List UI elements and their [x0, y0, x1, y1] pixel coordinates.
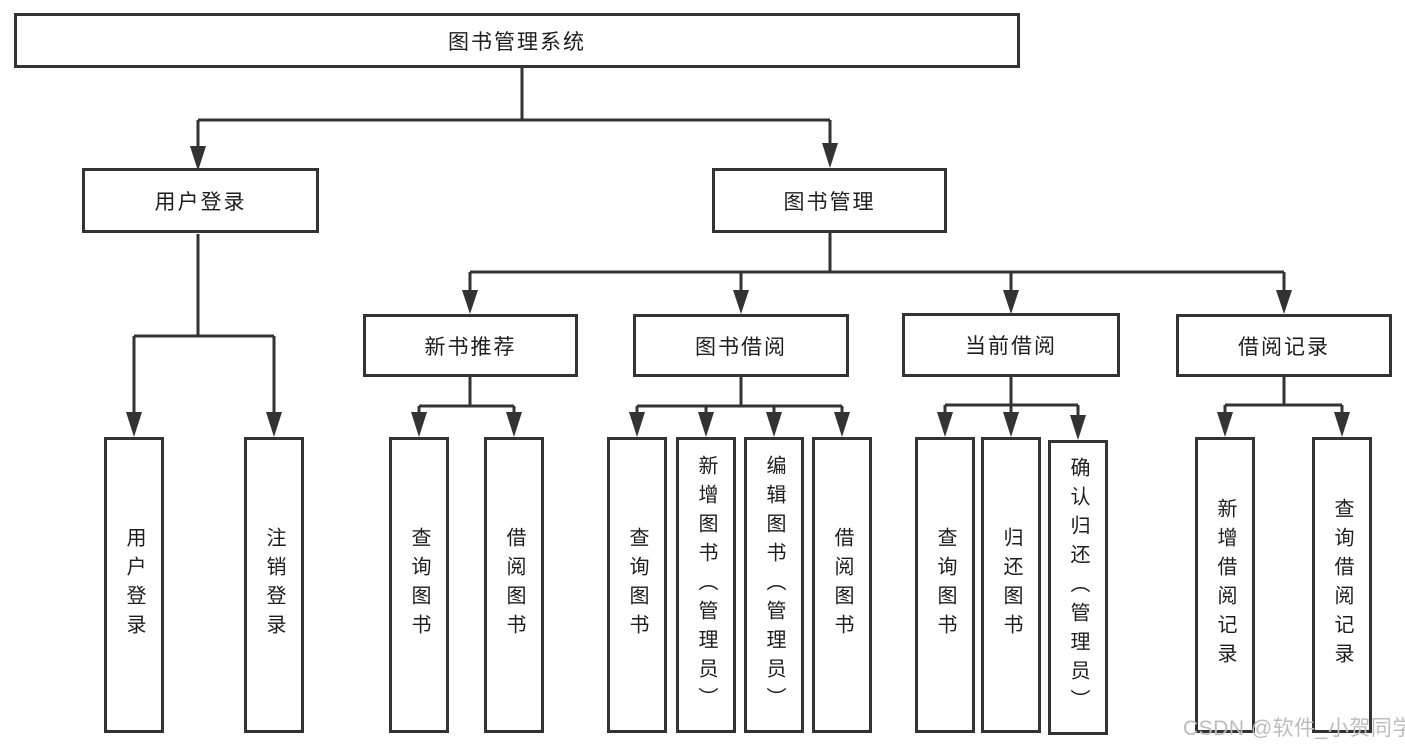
node-book-borrow: 图书借阅 — [633, 314, 849, 377]
node-new-book-recommend-label: 新书推荐 — [424, 335, 517, 359]
tree-edges — [132, 68, 1344, 416]
leaf-record-query: 查询借阅记录 — [1312, 437, 1372, 733]
node-book-management-label: 图书管理 — [783, 190, 876, 214]
leaf-newbook-query-label: 查询图书 — [408, 527, 430, 643]
leaf-record-query-label: 查询借阅记录 — [1331, 498, 1353, 672]
csdn-watermark: CSDN @软件_小贺同学 — [1183, 717, 1405, 740]
leaf-record-add-label: 新增借阅记录 — [1214, 498, 1236, 672]
node-user-login-label: 用户登录 — [154, 190, 247, 214]
leaf-return-book-label: 归还图书 — [1000, 527, 1022, 643]
leaf-logout: 注销登录 — [244, 437, 304, 733]
leaf-borrow-book-label: 借阅图书 — [831, 527, 853, 643]
node-current-borrow: 当前借阅 — [902, 313, 1120, 377]
leaf-current-query-label: 查询图书 — [934, 527, 956, 643]
leaf-borrow-query: 查询图书 — [607, 437, 667, 733]
leaf-confirm-return-admin: 确认归还（管理员） — [1048, 440, 1108, 735]
node-book-management: 图书管理 — [712, 168, 947, 233]
arrowheads — [126, 143, 1350, 440]
leaf-borrow-add-admin-label: 新增图书（管理员） — [695, 454, 717, 716]
leaf-newbook-query: 查询图书 — [389, 437, 449, 733]
node-book-borrow-label: 图书借阅 — [695, 335, 787, 359]
node-root-label: 图书管理系统 — [448, 30, 586, 54]
leaf-borrow-add-admin: 新增图书（管理员） — [676, 437, 736, 733]
leaf-logout-label: 注销登录 — [263, 527, 285, 643]
leaf-user-login: 用户登录 — [104, 437, 164, 733]
leaf-borrow-edit-admin: 编辑图书（管理员） — [744, 437, 804, 733]
node-borrow-records-label: 借阅记录 — [1238, 335, 1330, 359]
leaf-confirm-return-admin-label: 确认归还（管理员） — [1067, 457, 1089, 718]
leaf-borrow-book: 借阅图书 — [812, 437, 872, 733]
node-current-borrow-label: 当前借阅 — [965, 335, 1057, 358]
leaf-borrow-query-label: 查询图书 — [626, 527, 648, 643]
node-root: 图书管理系统 — [14, 13, 1020, 68]
node-new-book-recommend: 新书推荐 — [363, 314, 578, 377]
node-borrow-records: 借阅记录 — [1176, 314, 1392, 377]
leaf-newbook-borrow: 借阅图书 — [484, 437, 544, 733]
leaf-newbook-borrow-label: 借阅图书 — [503, 527, 525, 643]
leaf-borrow-edit-admin-label: 编辑图书（管理员） — [763, 454, 785, 716]
leaf-return-book: 归还图书 — [981, 437, 1041, 733]
leaf-record-add: 新增借阅记录 — [1195, 437, 1255, 733]
node-user-login: 用户登录 — [82, 168, 319, 233]
leaf-user-login-label: 用户登录 — [123, 527, 145, 643]
leaf-current-query: 查询图书 — [915, 437, 975, 733]
